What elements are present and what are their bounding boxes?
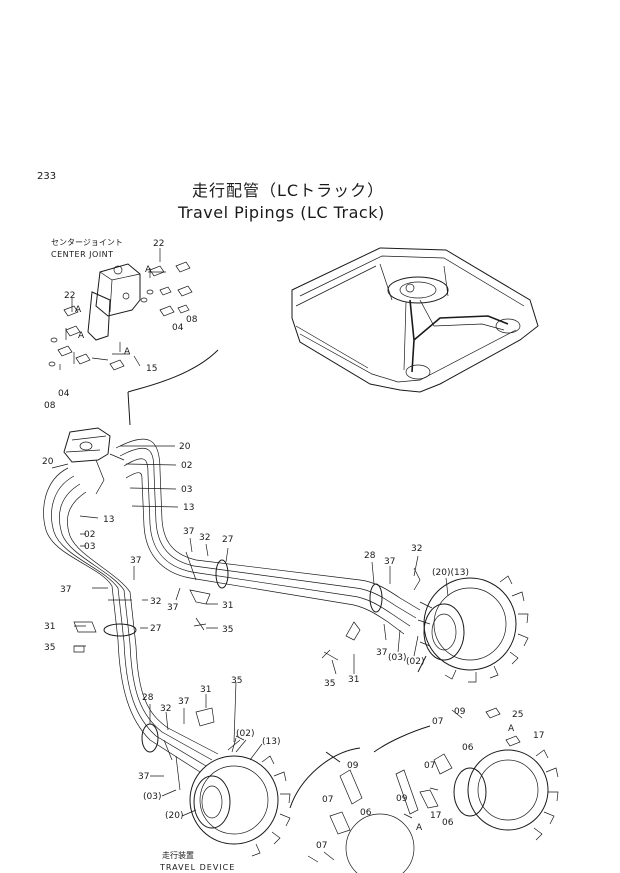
callout-27: 27	[222, 535, 233, 545]
callout-09: 09	[347, 761, 359, 771]
callout-03-reference: (03)	[143, 792, 161, 802]
travel-device-inset-bottom	[307, 769, 415, 873]
center-joint-body	[87, 263, 141, 341]
callout-32: 32	[411, 544, 422, 554]
callout-32: 32	[150, 597, 161, 607]
main-piping-drawing: 20 02 03 20 13 13 02 03 37 32 27 37 31 3…	[42, 427, 559, 873]
callout-08: 08	[186, 315, 198, 325]
page-title-english: Travel Pipings (LC Track)	[178, 203, 385, 222]
callout-31: 31	[200, 685, 211, 695]
callout-27: 27	[150, 624, 161, 634]
callout-02: 02	[84, 530, 95, 540]
inset-boundary-curve	[373, 725, 431, 753]
callout-06: 06	[462, 743, 474, 753]
callout-31: 31	[222, 601, 233, 611]
callout-07: 07	[316, 841, 327, 851]
callout-A: A	[145, 265, 152, 275]
callout-32: 32	[199, 533, 210, 543]
callout-37: 37	[167, 603, 178, 613]
fitting-parts	[48, 248, 193, 371]
callout-20-13-reference: (20)(13)	[432, 568, 469, 578]
callout-02-reference: (02)	[236, 729, 254, 739]
callout-03-reference: (03)	[388, 653, 406, 663]
callout-25: 25	[512, 710, 523, 720]
clamps	[73, 551, 421, 791]
callout-07: 07	[322, 795, 333, 805]
leader-lines	[51, 445, 449, 817]
center-joint-label-japanese: センタージョイント	[51, 238, 123, 247]
callout-03: 03	[84, 542, 95, 552]
callout-A: A	[78, 331, 85, 341]
callout-37: 37	[60, 585, 71, 595]
callout-06: 06	[442, 818, 454, 828]
callout-37: 37	[376, 648, 387, 658]
travel-device-label-japanese: 走行装置	[162, 851, 194, 860]
callout-09: 09	[396, 794, 408, 804]
callout-22: 22	[153, 239, 164, 249]
callout-07: 07	[424, 761, 435, 771]
main-callouts: 20 02 03 20 13 13 02 03 37 32 27 37 31 3…	[42, 442, 544, 851]
center-joint-label-english: CENTER JOINT	[51, 250, 114, 259]
center-joint-inset: 22 A 22 A A 04 08 04 A 15 08	[44, 239, 219, 426]
callout-02: 02	[181, 461, 192, 471]
callout-04: 04	[172, 323, 184, 333]
callout-31: 31	[348, 675, 359, 685]
callout-A: A	[124, 347, 131, 357]
callout-17: 17	[430, 811, 441, 821]
callout-03: 03	[181, 485, 192, 495]
callout-35: 35	[231, 676, 242, 686]
inset-boundary-curve	[127, 349, 219, 393]
callout-A: A	[416, 823, 423, 833]
callout-13: 13	[103, 515, 114, 525]
page-number: 233	[37, 171, 57, 182]
page-title-japanese: 走行配管（LCトラック）	[192, 181, 385, 200]
callout-20: 20	[42, 457, 54, 467]
callout-06: 06	[360, 808, 372, 818]
callout-07: 07	[432, 717, 443, 727]
callout-A: A	[75, 305, 82, 315]
inset-boundary-curve	[289, 747, 361, 809]
callout-28: 28	[364, 551, 376, 561]
callout-37: 37	[130, 556, 141, 566]
callout-09: 09	[454, 707, 466, 717]
swivel-joint	[63, 427, 125, 495]
callout-15: 15	[146, 364, 157, 374]
callout-32: 32	[160, 704, 171, 714]
travel-device-label-english: TRAVEL DEVICE	[160, 863, 236, 872]
callout-13-reference: (13)	[262, 737, 280, 747]
callout-31: 31	[44, 622, 55, 632]
callout-37: 37	[183, 527, 194, 537]
callout-A: A	[508, 724, 515, 734]
callout-20-reference: (20)	[165, 811, 183, 821]
inset-leader-line	[127, 391, 131, 426]
callout-20: 20	[179, 442, 191, 452]
callout-13: 13	[183, 503, 194, 513]
callout-35: 35	[44, 643, 55, 653]
travel-device-inset-right	[395, 707, 559, 841]
callout-02-reference: (02)	[406, 657, 424, 667]
callout-08: 08	[44, 401, 56, 411]
callout-04: 04	[58, 389, 70, 399]
callout-35: 35	[222, 625, 233, 635]
callout-35: 35	[324, 679, 335, 689]
hose-bundle-upper	[115, 438, 421, 635]
center-joint-callouts: 22 A 22 A A 04 08 04 A 15 08	[44, 239, 198, 411]
bolts	[73, 617, 339, 753]
callout-37: 37	[178, 697, 189, 707]
hose-bundle-lower	[43, 467, 219, 773]
callout-37: 37	[384, 557, 395, 567]
callout-37: 37	[138, 772, 149, 782]
machine-overview-sketch	[291, 247, 539, 393]
callout-28: 28	[142, 693, 154, 703]
callout-22: 22	[64, 291, 75, 301]
inset-leader-line	[325, 751, 341, 763]
callout-17: 17	[533, 731, 544, 741]
travel-motor-upper	[417, 575, 529, 683]
inset-leader-line	[417, 655, 427, 673]
travel-motor-lower	[189, 755, 291, 857]
